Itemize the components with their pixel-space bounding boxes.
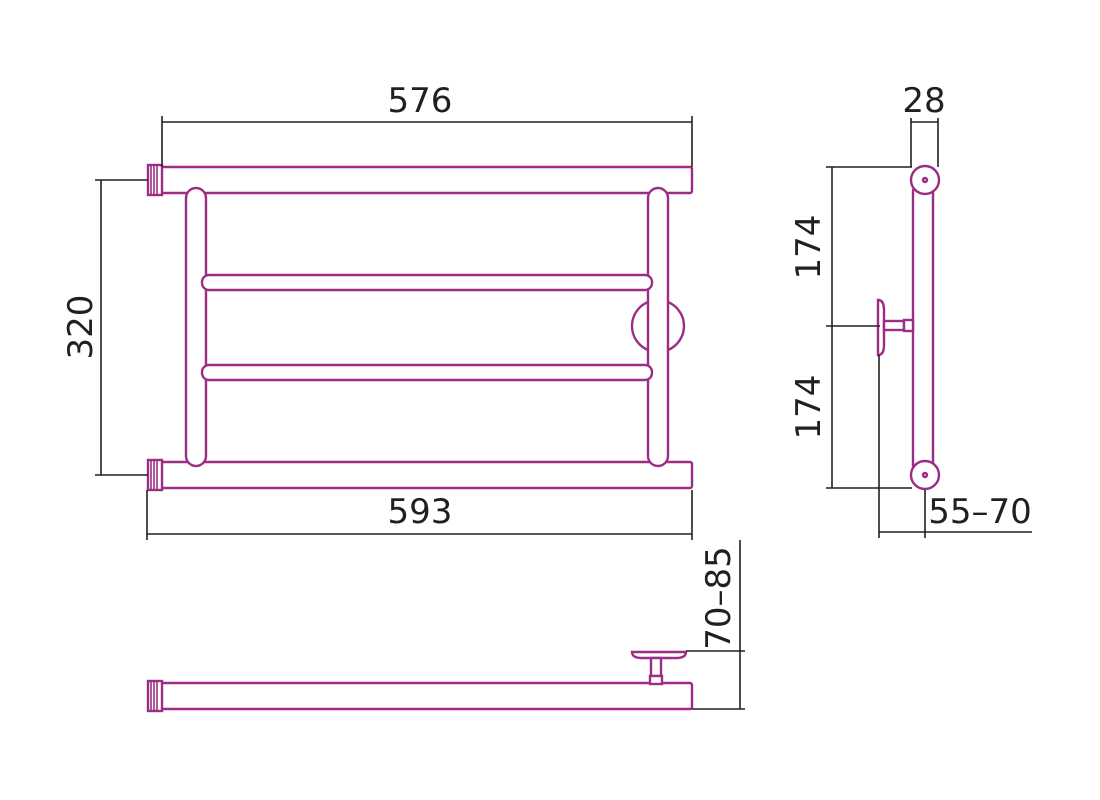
dim-bottom-width: 593 bbox=[146, 490, 693, 540]
side-view bbox=[876, 164, 941, 491]
front-top-pipe bbox=[158, 165, 694, 195]
dim-mount-offset: 70–85 bbox=[686, 540, 745, 710]
top-view-thread bbox=[146, 679, 164, 713]
dim-height-label: 320 bbox=[61, 295, 101, 360]
dim-height: 320 bbox=[61, 179, 148, 476]
dim-side-depth-label: 28 bbox=[902, 81, 945, 121]
front-shelf-lower bbox=[200, 363, 654, 382]
front-wall-mount bbox=[630, 300, 649, 352]
dim-upper-half-label: 174 bbox=[789, 215, 829, 280]
side-pipe bbox=[911, 180, 935, 478]
top-view bbox=[146, 650, 694, 713]
dim-lower-half-label: 174 bbox=[789, 375, 829, 440]
top-view-pipe bbox=[158, 681, 694, 711]
front-top-thread bbox=[146, 163, 164, 197]
front-shelf-upper bbox=[200, 273, 654, 292]
front-bottom-pipe bbox=[158, 460, 694, 490]
dim-side-halves: 174 174 bbox=[789, 166, 912, 489]
front-bottom-thread bbox=[146, 458, 164, 492]
dim-mount-offset-label: 70–85 bbox=[699, 546, 739, 650]
dim-side-depth: 28 bbox=[902, 81, 946, 167]
dim-top-width-label: 576 bbox=[388, 81, 453, 121]
dim-top-width: 576 bbox=[161, 81, 693, 167]
dim-wall-distance: 55–70 bbox=[878, 355, 1032, 538]
top-view-wall-mount bbox=[630, 650, 688, 686]
dim-wall-distance-label: 55–70 bbox=[928, 492, 1032, 532]
front-wall-mount-right bbox=[667, 300, 686, 352]
front-right-post bbox=[646, 186, 670, 468]
front-left-post bbox=[184, 186, 208, 468]
dim-bottom-width-label: 593 bbox=[388, 492, 453, 532]
front-view bbox=[146, 163, 694, 492]
side-wall-mount bbox=[876, 298, 915, 357]
